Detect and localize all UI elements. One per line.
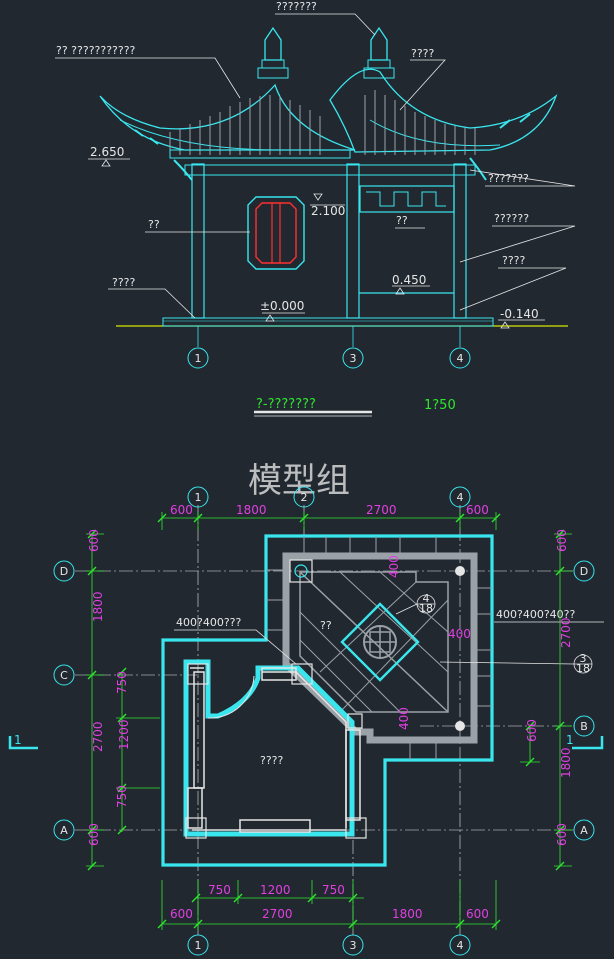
columns	[191, 163, 467, 319]
dim-left-inner-1: 1200	[117, 719, 131, 750]
dim-400-b: 400	[448, 627, 471, 641]
dim-top-2: 2700	[366, 503, 397, 517]
center-medallion	[340, 602, 420, 682]
detail-1-den: 18	[419, 602, 433, 615]
plan-axes	[53, 486, 595, 956]
section-mark-left: 1	[14, 733, 22, 747]
dim-left-0: 600	[87, 529, 101, 552]
base-platform	[162, 317, 494, 327]
col-note-right: 400?400?40??	[496, 608, 576, 621]
finial-right	[363, 26, 395, 79]
plan-view: ?? ???? 400?400??? 400?400?40?? 400 400 …	[8, 486, 604, 956]
dim-left-3: 600	[87, 823, 101, 846]
window-octagon	[247, 196, 305, 270]
plan-axis-top-2: 2	[301, 491, 308, 504]
elevation-scale: 1?50	[424, 398, 456, 413]
left-roof	[99, 83, 356, 181]
dim-bottom-inner-0: 750	[208, 883, 231, 897]
label-roof-right: ????	[411, 47, 435, 60]
label-eave: ???????	[488, 172, 529, 185]
level-step: 0.450	[392, 273, 426, 287]
dim-left-inner-2: 750	[115, 785, 129, 808]
dim-400-a: 400	[387, 555, 401, 578]
dim-right-1: 2700	[559, 617, 573, 648]
plan-axis-top-4: 4	[457, 491, 464, 504]
dim-right-3: 600	[555, 823, 569, 846]
label-base-left: ????	[112, 276, 136, 289]
dim-top-0: 600	[170, 503, 193, 517]
dim-bottom-inner-2: 750	[322, 883, 345, 897]
plan-axis-left-a: A	[60, 824, 68, 837]
axis-1: 1	[195, 352, 202, 365]
level-floor: ±0.000	[260, 299, 304, 313]
detail-2-num: 3	[580, 652, 587, 665]
elevation-view: ??????? ?? ??????????? ???? ??????? ?? ?…	[55, 0, 576, 417]
plan-axis-right-b: B	[580, 720, 588, 733]
plan-axis-right-a: A	[580, 824, 588, 837]
room-label-pavilion: ??	[320, 619, 332, 632]
platform-outline	[161, 534, 494, 867]
label-base-right: ????	[502, 254, 526, 267]
label-top: ???????	[276, 0, 317, 13]
detail-2-den: 18	[576, 662, 590, 675]
room-label-room: ????	[260, 754, 284, 767]
dim-bottom-0: 600	[170, 907, 193, 921]
plan-columns	[185, 559, 367, 839]
dim-bottom-inner-1: 1200	[260, 883, 291, 897]
dim-left-1: 1800	[91, 591, 105, 622]
plan-axis-left-c: C	[60, 669, 68, 682]
plan-axis-right-d: D	[580, 565, 588, 578]
dim-bottom-2: 1800	[392, 907, 423, 921]
dim-left-2: 2700	[91, 721, 105, 752]
finial-left	[257, 26, 289, 79]
level-eave: 2.650	[90, 145, 124, 159]
dim-top-1: 1800	[236, 503, 267, 517]
plan-axis-left-d: D	[60, 565, 68, 578]
dim-top-3: 600	[466, 503, 489, 517]
dim-right-0: 600	[555, 529, 569, 552]
plan-axis-bottom-1: 1	[195, 939, 202, 952]
level-ground: -0.140	[500, 307, 539, 321]
label-window: ??	[148, 218, 160, 231]
col-note-left: 400?400???	[176, 616, 242, 629]
dim-bottom-3: 600	[466, 907, 489, 921]
plan-axis-bottom-3: 3	[350, 939, 357, 952]
plan-axis-top-1: 1	[195, 491, 202, 504]
lattice-panel	[359, 185, 455, 213]
label-lattice: ??	[396, 214, 408, 227]
detail-callout-2: 3 18	[439, 652, 593, 675]
watermark: 模型组	[248, 461, 350, 501]
elevation-axes: 1 3 4	[187, 326, 471, 369]
upper-room-floor	[266, 536, 492, 760]
level-beam: 2.100	[311, 204, 345, 218]
dim-400-c: 400	[397, 707, 411, 730]
detail-1-num: 4	[423, 592, 430, 605]
elevation-title: ?-???????	[256, 397, 316, 412]
dim-right-inner-0: 600	[525, 719, 539, 742]
label-column: ??????	[494, 212, 529, 225]
axis-3: 3	[350, 352, 357, 365]
dim-left-inner-0: 750	[115, 671, 129, 694]
dim-bottom-1: 2700	[262, 907, 293, 921]
lower-room-walls	[183, 659, 361, 837]
right-roof	[329, 68, 558, 181]
label-roof-left: ?? ???????????	[56, 44, 136, 57]
detail-callout-1: 4 18	[395, 592, 436, 615]
section-mark-right: 1	[566, 733, 574, 747]
dim-right-2: 1800	[559, 747, 573, 778]
section-marks: 1 1	[8, 733, 604, 750]
plan-axis-bottom-4: 4	[457, 939, 464, 952]
axis-4: 4	[457, 352, 464, 365]
